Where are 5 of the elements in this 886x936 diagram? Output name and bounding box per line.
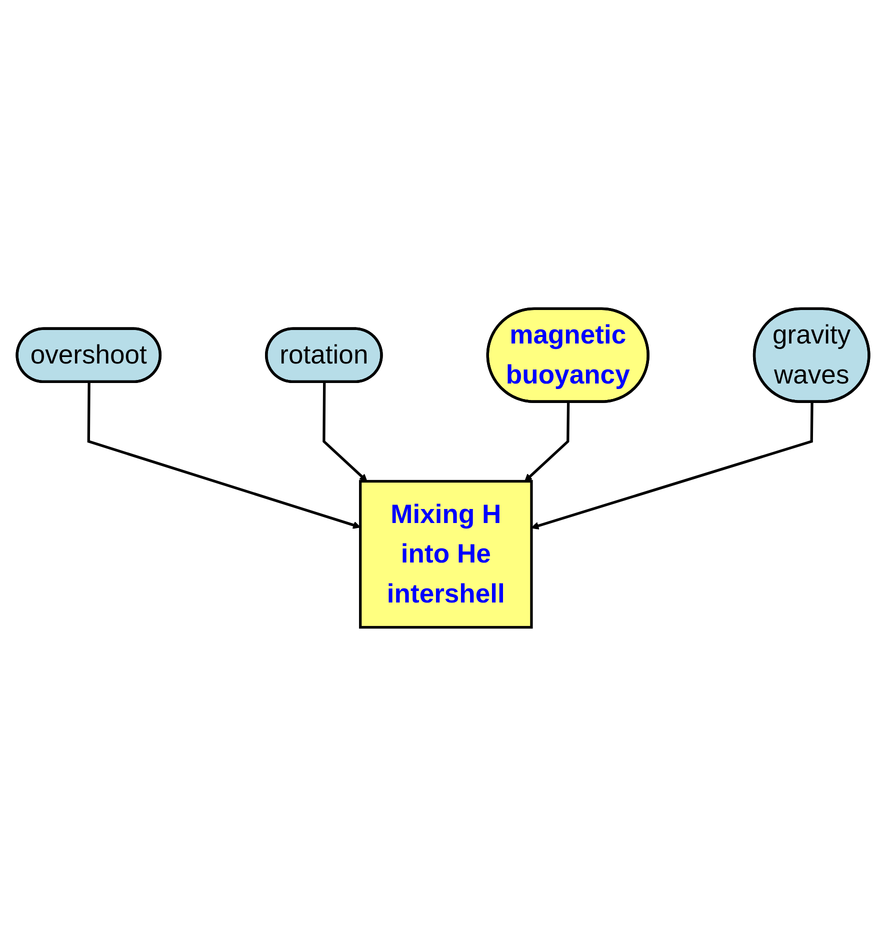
ellipse-node: magnetic buoyancy — [486, 307, 650, 403]
ellipse-node: overshoot — [16, 327, 162, 384]
ellipse-node: rotation — [265, 327, 383, 384]
process-box: Mixing H into He intershell — [359, 480, 533, 629]
ellipse-node: gravity waves — [752, 307, 870, 403]
